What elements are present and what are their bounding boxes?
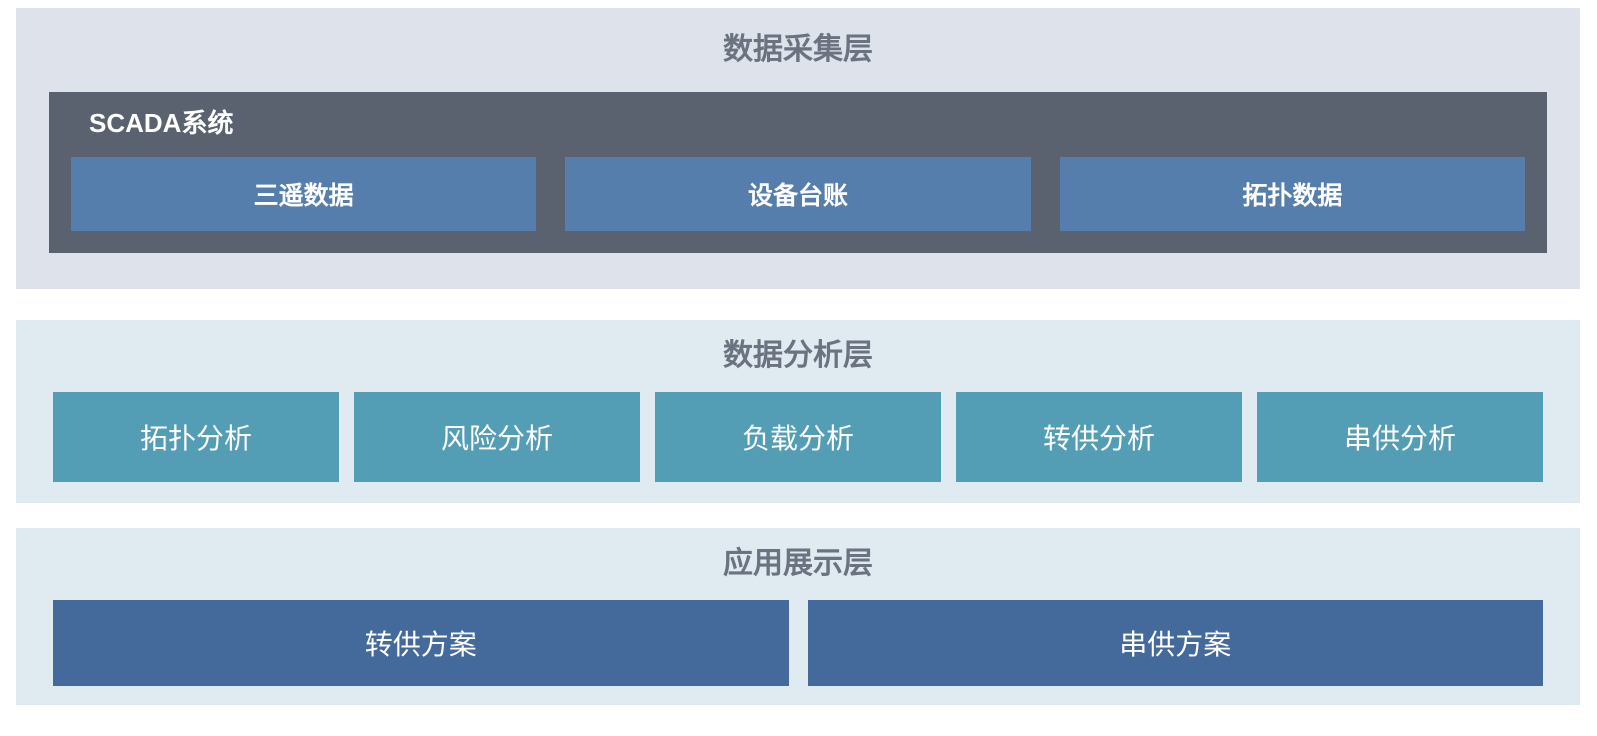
architecture-diagram: 数据采集层 SCADA系统 三遥数据 设备台账 拓扑数据 数据分析层 拓扑分析 … [0,8,1597,736]
scada-panel: SCADA系统 三遥数据 设备台账 拓扑数据 [49,92,1547,253]
box-topology-data: 拓扑数据 [1059,157,1525,231]
box-cascade-supply-plan: 串供方案 [807,600,1543,686]
scada-items-row: 三遥数据 设备台账 拓扑数据 [71,157,1525,231]
box-transfer-supply-plan: 转供方案 [53,600,789,686]
box-risk-analysis: 风险分析 [354,392,640,482]
analysis-items-row: 拓扑分析 风险分析 负载分析 转供分析 串供分析 [53,392,1543,482]
data-collection-title: 数据采集层 [723,33,873,66]
plan-items-row: 转供方案 串供方案 [53,600,1543,686]
box-telemetry-data: 三遥数据 [71,157,537,231]
application-display-title: 应用展示层 [723,547,873,580]
box-load-analysis: 负载分析 [655,392,941,482]
layer-data-analysis: 数据分析层 拓扑分析 风险分析 负载分析 转供分析 串供分析 [16,320,1580,503]
data-analysis-title: 数据分析层 [723,339,873,372]
layer-application-display: 应用展示层 转供方案 串供方案 [16,528,1580,705]
layer-data-collection: 数据采集层 SCADA系统 三遥数据 设备台账 拓扑数据 [16,8,1580,289]
box-topology-analysis: 拓扑分析 [53,392,339,482]
box-transfer-supply-analysis: 转供分析 [956,392,1242,482]
box-equipment-ledger: 设备台账 [565,157,1031,231]
scada-label: SCADA系统 [89,108,234,138]
box-cascade-supply-analysis: 串供分析 [1257,392,1543,482]
